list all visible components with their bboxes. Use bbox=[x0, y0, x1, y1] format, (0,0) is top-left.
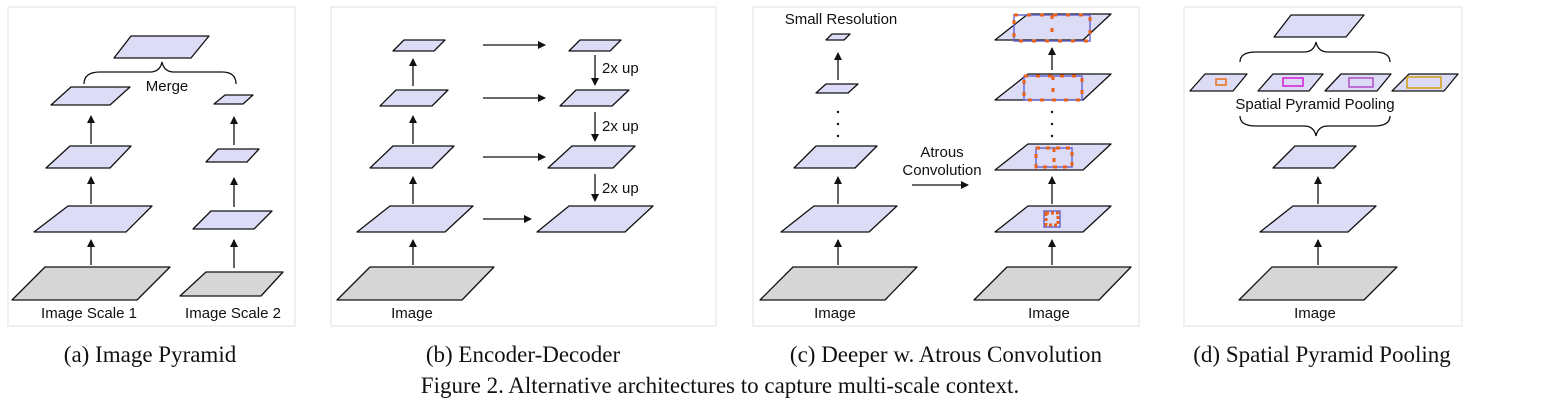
small-resolution-label: Small Resolution bbox=[785, 11, 898, 28]
feature-map bbox=[205, 148, 260, 163]
pooling-lower-brace bbox=[1239, 115, 1391, 137]
feature-map bbox=[994, 13, 1112, 41]
upsample-label: 2x up bbox=[602, 180, 639, 197]
panel-d: Spatial Pyramid Pooling Image (d) Spatia… bbox=[1183, 6, 1463, 367]
image-label: Image bbox=[391, 305, 433, 322]
encoder-map bbox=[369, 145, 455, 169]
feature-map bbox=[793, 145, 878, 169]
decoder-map bbox=[559, 89, 630, 107]
upsample-label: 2x up bbox=[602, 118, 639, 135]
feature-map bbox=[1272, 145, 1357, 169]
decoder-map bbox=[568, 39, 622, 52]
atrous-kernel-rate2 bbox=[1034, 146, 1074, 169]
encoder-map bbox=[356, 205, 474, 233]
atrous-label-line2: Convolution bbox=[902, 162, 981, 179]
feature-map bbox=[780, 205, 898, 233]
figure-caption: Figure 2. Alternative architectures to c… bbox=[421, 373, 1019, 398]
feature-map bbox=[192, 210, 273, 230]
feature-map bbox=[815, 83, 859, 94]
image-label-left: Image bbox=[814, 305, 856, 322]
pooling-window bbox=[1406, 76, 1442, 89]
vertical-ellipsis bbox=[1050, 110, 1054, 138]
feature-map bbox=[213, 94, 254, 105]
panel-c-caption: (c) Deeper w. Atrous Convolution bbox=[790, 342, 1103, 367]
panel-d-caption: (d) Spatial Pyramid Pooling bbox=[1193, 342, 1451, 367]
feature-map bbox=[1259, 205, 1377, 233]
merge-label: Merge bbox=[146, 78, 189, 95]
encoder-map bbox=[379, 89, 449, 107]
pooled-map bbox=[1189, 73, 1248, 92]
spp-label: Spatial Pyramid Pooling bbox=[1235, 96, 1394, 113]
feature-map bbox=[45, 145, 132, 169]
pooling-window bbox=[1348, 77, 1374, 88]
decoder-map bbox=[547, 145, 636, 169]
pooling-upper-brace bbox=[1239, 41, 1391, 63]
merge-brace bbox=[83, 61, 237, 85]
input-image-plane bbox=[973, 266, 1132, 301]
input-image-plane bbox=[336, 266, 495, 301]
pooled-map bbox=[1324, 73, 1392, 92]
feature-map bbox=[994, 205, 1112, 233]
pooling-window bbox=[1215, 78, 1227, 86]
image-scale2-label: Image Scale 2 bbox=[185, 305, 281, 322]
feature-map bbox=[994, 143, 1112, 171]
feature-map bbox=[825, 33, 851, 41]
input-image-plane bbox=[759, 266, 918, 301]
upsample-label: 2x up bbox=[602, 60, 639, 77]
image-scale2-plane bbox=[179, 271, 284, 297]
panel-a: Merge Image Scale 1 Image Scale 2 (a) Im… bbox=[7, 6, 296, 367]
image-label-right: Image bbox=[1028, 305, 1070, 322]
panel-b: 2x up 2x up 2x up Image (b) Encoder-Deco… bbox=[330, 6, 717, 367]
image-label: Image bbox=[1294, 305, 1336, 322]
panel-c: Small Resolution Atrous Convolution bbox=[752, 6, 1140, 367]
panel-b-caption: (b) Encoder-Decoder bbox=[426, 342, 621, 367]
feature-map bbox=[33, 205, 153, 233]
pooled-map bbox=[1257, 73, 1324, 92]
concatenated-output-map bbox=[1273, 14, 1365, 38]
panel-a-caption: (a) Image Pyramid bbox=[64, 342, 237, 367]
vertical-ellipsis bbox=[836, 110, 840, 138]
atrous-kernel-rate1 bbox=[1043, 210, 1061, 228]
merged-output-map bbox=[113, 35, 210, 59]
image-scale1-label: Image Scale 1 bbox=[41, 305, 137, 322]
pooling-window bbox=[1282, 77, 1304, 87]
image-scale1-plane bbox=[11, 266, 171, 301]
feature-map bbox=[50, 86, 131, 106]
input-image-plane bbox=[1238, 266, 1398, 301]
decoder-map bbox=[536, 205, 654, 233]
atrous-label-line1: Atrous bbox=[920, 144, 963, 161]
atrous-kernel-rate4 bbox=[1022, 74, 1084, 102]
encoder-map bbox=[392, 39, 446, 52]
atrous-kernel-rate8 bbox=[1012, 13, 1092, 43]
